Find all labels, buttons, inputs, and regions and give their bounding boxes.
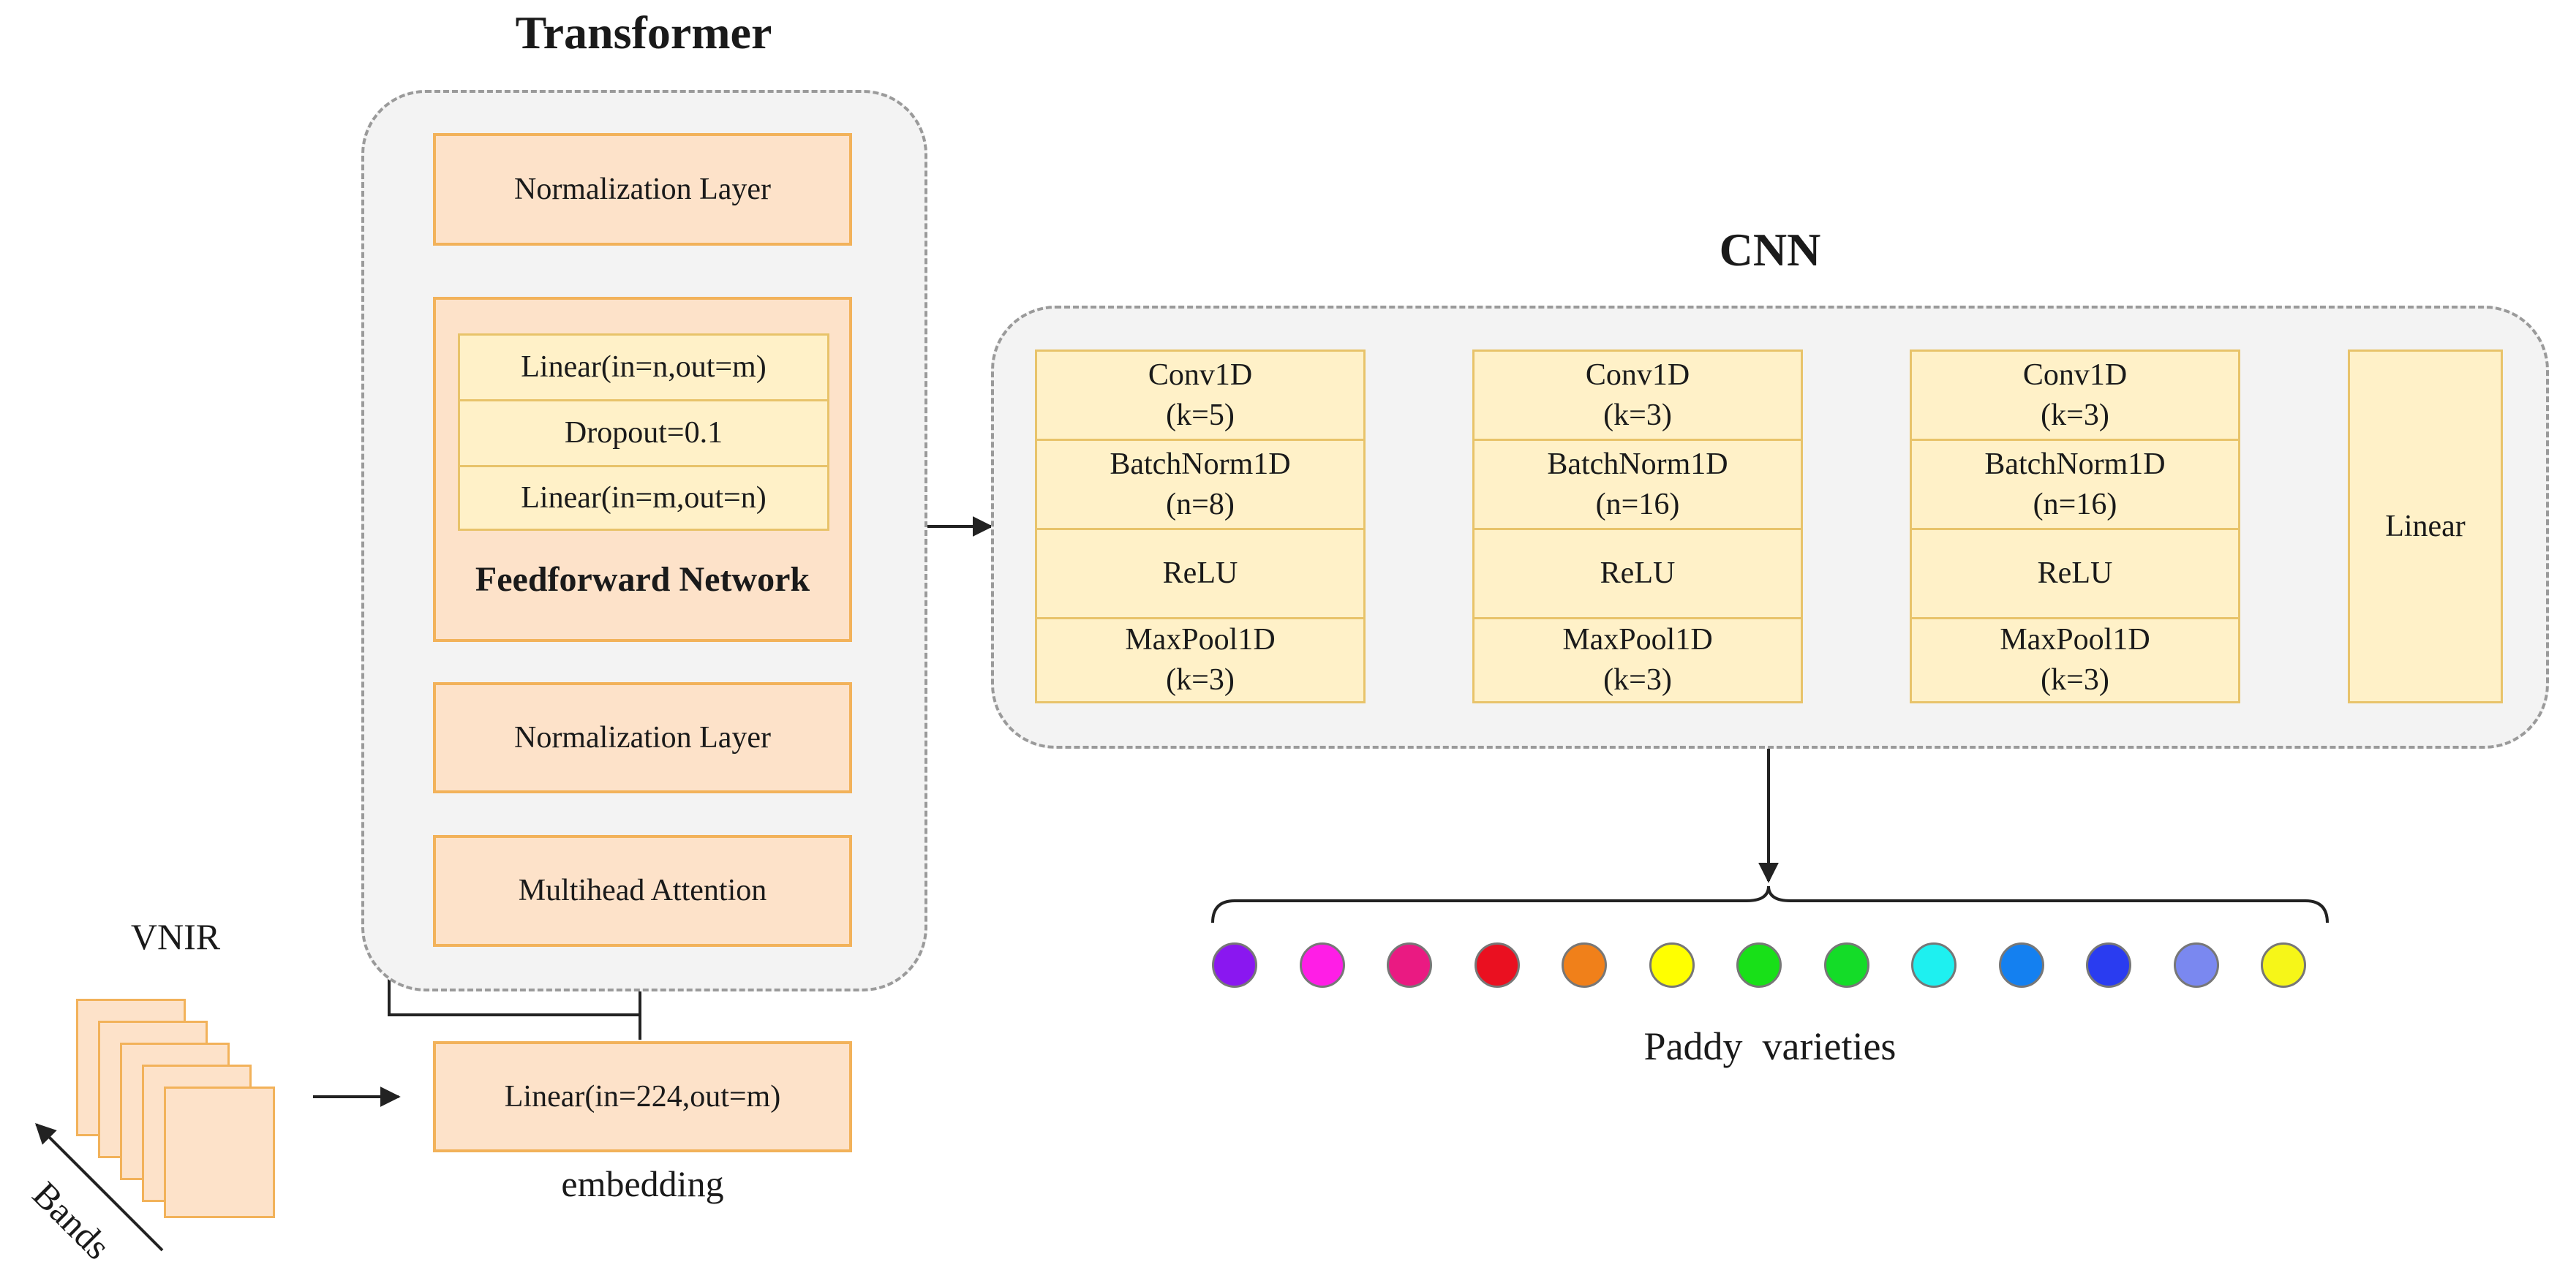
relu-cell: ReLU (1912, 530, 2238, 619)
conv1d-cell: Conv1D (k=3) (1912, 352, 2238, 441)
output-brace (1211, 885, 2329, 923)
variety-dot (2086, 942, 2131, 988)
variety-dot (1299, 942, 1345, 988)
variety-dot (1911, 942, 1957, 988)
cnn-block-3: Conv1D (k=3) BatchNorm1D (n=16) ReLU Max… (1910, 349, 2240, 703)
batchnorm-cell: BatchNorm1D (n=16) (1475, 441, 1801, 530)
maxpool-cell: MaxPool1D (k=3) (1475, 619, 1801, 701)
variety-dot (1212, 942, 1257, 988)
variety-dot (1823, 942, 1869, 988)
cnn-title: CNN (1719, 224, 1821, 276)
variety-dot (1736, 942, 1782, 988)
variety-dot (2261, 942, 2306, 988)
feedforward-network: Linear(in=n,out=m) Dropout=0.1 Linear(in… (433, 297, 852, 642)
ffn-dropout: Dropout=0.1 (460, 401, 827, 467)
relu-cell: ReLU (1037, 530, 1363, 619)
ffn-rows: Linear(in=n,out=m) Dropout=0.1 Linear(in… (458, 333, 829, 531)
variety-dot (1474, 942, 1520, 988)
variety-dot (2173, 942, 2219, 988)
relu-cell: ReLU (1475, 530, 1801, 619)
multihead-attention: Multihead Attention (433, 835, 852, 947)
embedding-linear: Linear(in=224,out=m) (433, 1041, 852, 1152)
variety-dot (1998, 942, 2044, 988)
normalization-layer-top: Normalization Layer (433, 133, 852, 246)
maxpool-cell: MaxPool1D (k=3) (1037, 619, 1363, 701)
maxpool-cell: MaxPool1D (k=3) (1912, 619, 2238, 701)
normalization-layer-bottom: Normalization Layer (433, 682, 852, 793)
variety-dot (1649, 942, 1695, 988)
batchnorm-cell: BatchNorm1D (n=8) (1037, 441, 1363, 530)
ffn-label: Feedforward Network (475, 560, 810, 599)
cnn-block-2: Conv1D (k=3) BatchNorm1D (n=16) ReLU Max… (1472, 349, 1803, 703)
variety-dot (1562, 942, 1607, 988)
bands-axis-label: Bands (25, 1174, 118, 1267)
vnir-label: VNIR (130, 916, 221, 957)
conv1d-cell: Conv1D (k=5) (1037, 352, 1363, 441)
ffn-linear-1: Linear(in=n,out=m) (460, 336, 827, 401)
cnn-linear: Linear (2348, 349, 2503, 703)
variety-dot (1387, 942, 1432, 988)
paddy-varieties-label: Paddy varieties (1643, 1024, 1897, 1068)
conv1d-cell: Conv1D (k=3) (1475, 352, 1801, 441)
transformer-title: Transformer (515, 7, 772, 58)
band-sheet (164, 1087, 275, 1218)
ffn-linear-2: Linear(in=m,out=n) (460, 467, 827, 529)
embedding-caption: embedding (561, 1163, 724, 1204)
batchnorm-cell: BatchNorm1D (n=16) (1912, 441, 2238, 530)
cnn-block-1: Conv1D (k=5) BatchNorm1D (n=8) ReLU MaxP… (1035, 349, 1366, 703)
